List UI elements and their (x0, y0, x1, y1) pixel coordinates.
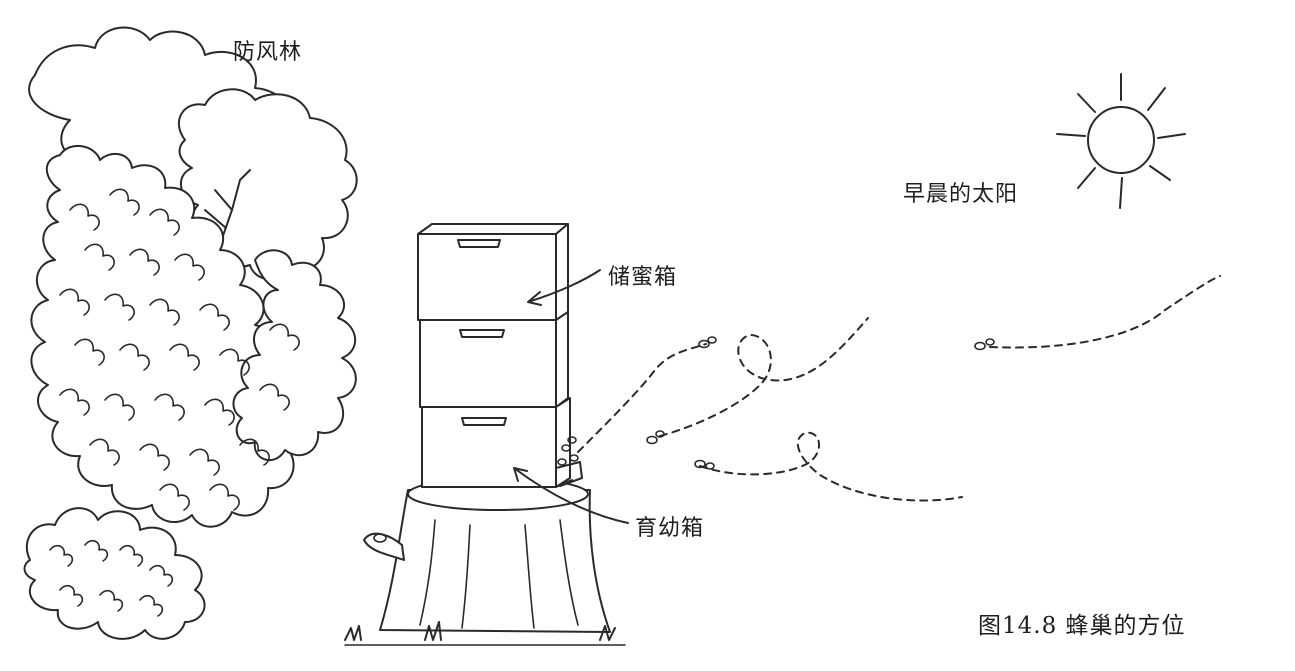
bee-2 (646, 430, 665, 445)
bee-1 (698, 336, 717, 349)
leaf-texture (59, 188, 300, 511)
stump-body (379, 489, 611, 633)
label-windbreak: 防风林 (233, 40, 303, 65)
bush-right (232, 249, 357, 462)
bee-flight-paths (577, 275, 1221, 502)
label-honey-super: 储蜜箱 (608, 265, 678, 290)
handhold-bottom (461, 417, 507, 426)
tree-stump (344, 477, 626, 646)
bush-main (30, 145, 304, 528)
hive-bottom-board (421, 479, 573, 488)
hive-cover (417, 223, 569, 235)
shrub-texture (49, 539, 174, 617)
figure-caption: 图14.8 蜂巢的方位 (978, 613, 1186, 639)
beehive-stack (417, 223, 583, 488)
shrub-low (23, 507, 206, 640)
flight-path-3 (699, 431, 963, 502)
arrow-honey-super (527, 269, 601, 306)
branch-knot (373, 533, 387, 543)
label-morning-sun: 早晨的太阳 (903, 182, 1019, 207)
windbreak-trees (23, 26, 358, 640)
handhold-middle (459, 329, 505, 338)
flight-path-1 (577, 343, 707, 453)
stump-bark (419, 519, 579, 629)
flight-path-4 (989, 275, 1221, 349)
bees-at-entrance (557, 436, 579, 466)
flight-path-2 (659, 317, 869, 437)
bee-3 (694, 459, 715, 470)
stump-branch (363, 532, 405, 561)
bee-4 (974, 338, 995, 351)
label-brood-box: 育幼箱 (635, 516, 705, 541)
brood-box (421, 397, 583, 488)
landing-board (555, 461, 583, 487)
honey-super-box (417, 223, 569, 321)
sun-icon (1056, 73, 1186, 209)
tree-trunk (204, 169, 251, 251)
flying-bees (646, 336, 995, 470)
grass-tufts (344, 621, 616, 641)
middle-box (419, 311, 569, 408)
handhold-top (457, 239, 501, 248)
label-arrows (513, 269, 629, 524)
arrow-brood-box (513, 467, 629, 524)
